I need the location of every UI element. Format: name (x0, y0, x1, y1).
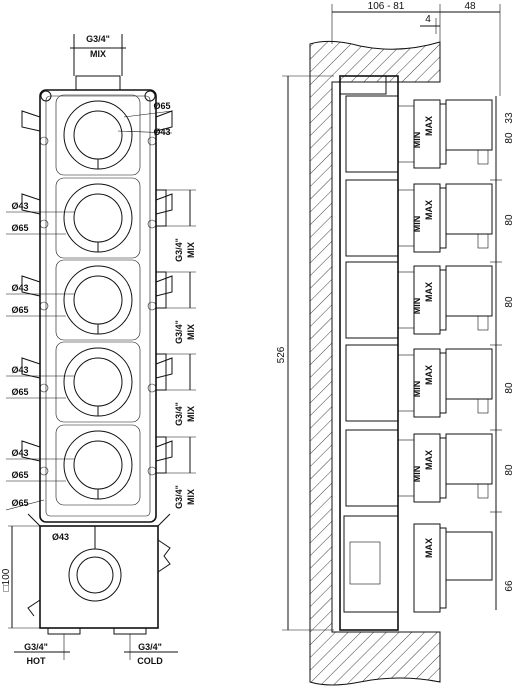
valve-modules: Ø65Ø43Ø43Ø65G3/4"MIXØ43Ø65G3/4"MIXØ43Ø65… (5, 94, 196, 511)
valve-inner-circle (73, 357, 123, 407)
outlet-sub-label: MIX (186, 324, 196, 340)
max-label: MAX (424, 116, 434, 136)
valve-inner-circle (73, 110, 123, 160)
dia-small-label: Ø43 (11, 283, 28, 293)
min-label: MIN (412, 298, 422, 315)
dim-gap-label: 4 (425, 14, 431, 25)
hot-label: HOT (27, 656, 47, 666)
outlet-sub-label: MIX (186, 242, 196, 258)
dia-small-label: Ø43 (11, 201, 28, 211)
pitch-label: 80 (504, 382, 515, 394)
dim-first-label: 33 (504, 112, 515, 124)
min-label: MIN (412, 381, 422, 398)
square-dim-label: □100 (1, 568, 12, 591)
hot-thread-label: G3/4" (24, 642, 48, 652)
dia-small-label: Ø43 (11, 448, 28, 458)
min-label: MIN (412, 132, 422, 149)
dia-large-label: Ø65 (11, 223, 28, 233)
cold-label: COLD (137, 656, 163, 666)
top-inlet-label: G3/4" (86, 34, 110, 44)
min-label: MIN (412, 466, 422, 483)
pitch-label: 80 (504, 132, 515, 144)
dia-small-label: Ø43 (11, 365, 28, 375)
valve-inner-circle (73, 275, 123, 325)
mixer-dia-label: Ø43 (52, 532, 69, 542)
dia-large-label: Ø65 (11, 498, 28, 508)
max-label: MAX (424, 365, 434, 385)
dia-small-label: Ø43 (153, 127, 170, 137)
dim-bottom-label: 66 (504, 580, 515, 592)
max-label: MAX (424, 538, 434, 558)
wall-section (309, 40, 441, 686)
pitch-label: 80 (504, 296, 515, 308)
dim-height-label: 526 (276, 346, 287, 363)
valve-inner-circle (73, 193, 123, 243)
pitch-label: 80 (504, 464, 515, 476)
dim-trim-label: 48 (464, 1, 476, 12)
outlet-sub-label: MIX (186, 406, 196, 422)
side-mixer: MAX (343, 515, 493, 613)
outlet-sub-label: MIX (186, 489, 196, 505)
side-view: 106 - 81 48 4 526 MINMAXMINMAXMINMAXMINM… (276, 1, 515, 686)
mounting-frame (39, 89, 157, 523)
outlet-label: G3/4" (174, 402, 184, 426)
cold-thread-label: G3/4" (138, 642, 162, 652)
outlet-label: G3/4" (174, 485, 184, 509)
max-label: MAX (424, 200, 434, 220)
front-view: G3/4" MIX Ø65Ø43Ø43Ø65G3/4"MIXØ43Ø65G3/4… (1, 34, 196, 666)
max-label: MAX (424, 450, 434, 470)
pitch-label: 80 (504, 214, 515, 226)
dia-large-label: Ø65 (11, 305, 28, 315)
top-inlet-sub: MIX (90, 49, 106, 59)
mixer-box: Ø43 (27, 513, 171, 635)
max-label: MAX (424, 282, 434, 302)
lower-dia-note: Ø65 (5, 498, 45, 511)
outlet-label: G3/4" (174, 320, 184, 344)
dim-depth-label: 106 - 81 (368, 1, 405, 12)
dia-large-label: Ø65 (11, 387, 28, 397)
valve-inner-circle (73, 440, 123, 490)
dia-large-label: Ø65 (11, 470, 28, 480)
min-label: MIN (412, 216, 422, 233)
outlet-label: G3/4" (174, 238, 184, 262)
dia-large-label: Ø65 (153, 101, 170, 111)
